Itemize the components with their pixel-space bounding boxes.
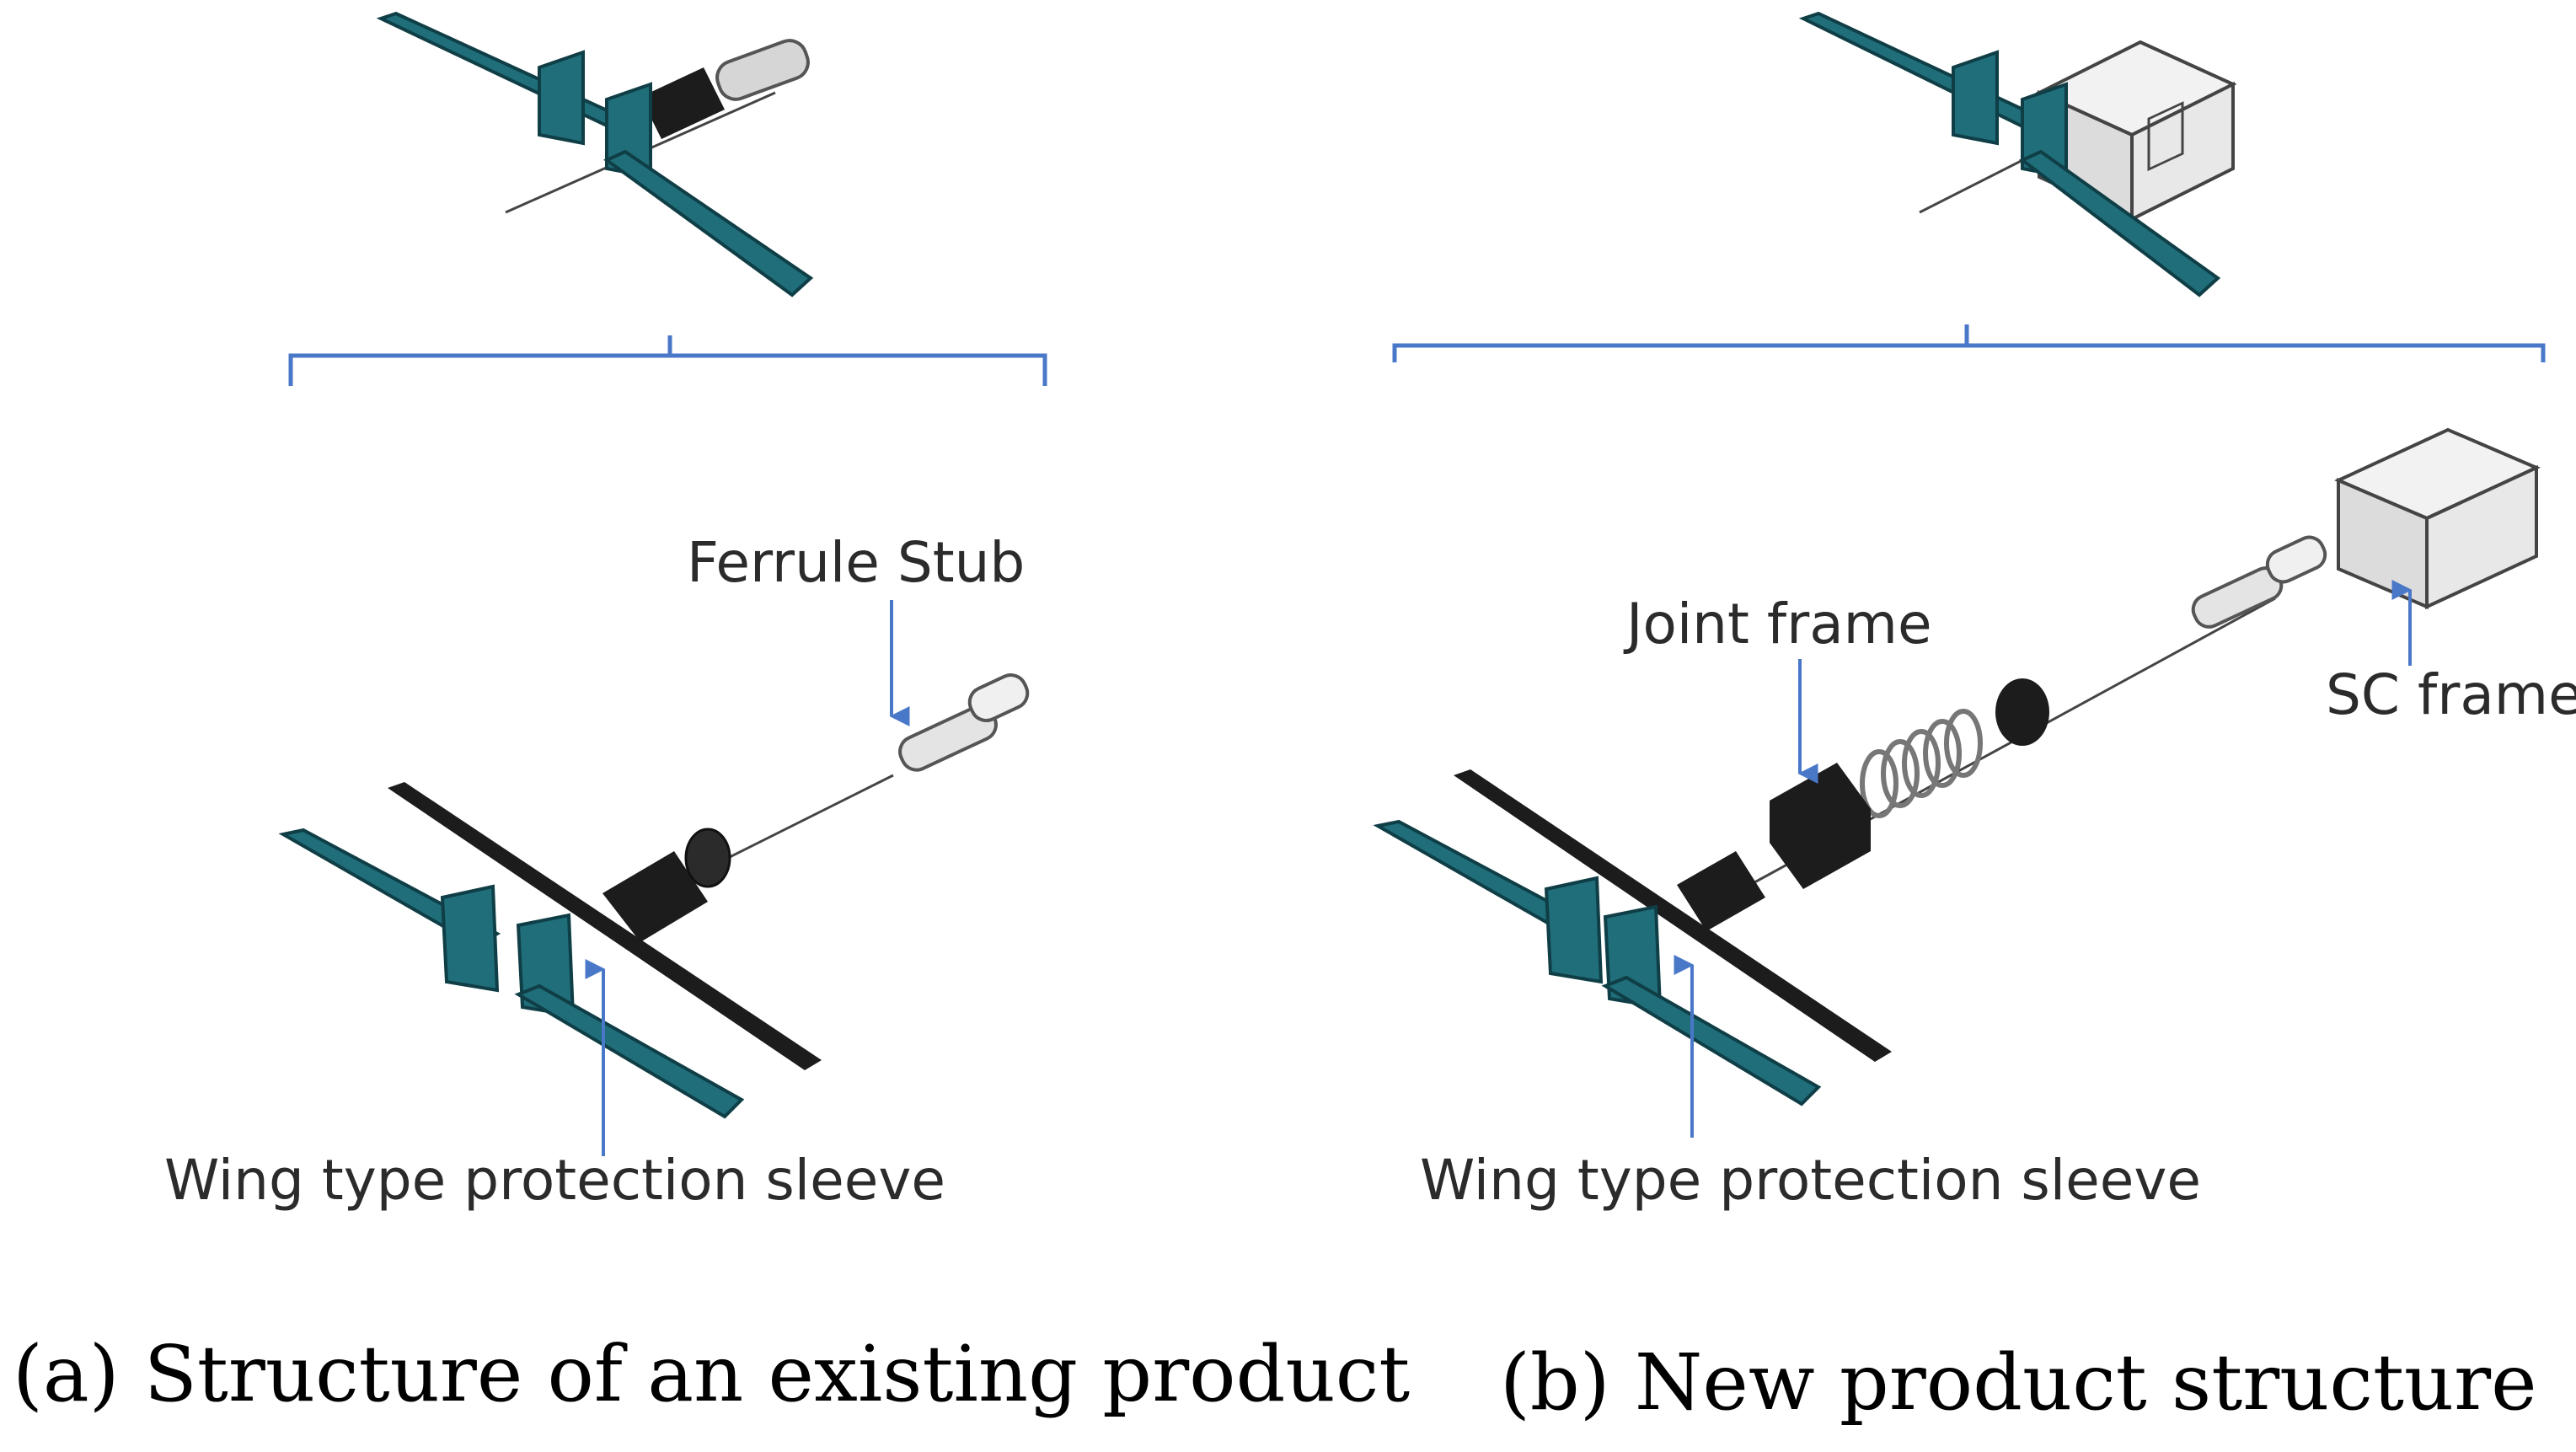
panel-b-assembled-sc-frame-slot <box>2147 101 2184 172</box>
panel-b-ferrule-tip <box>2265 535 2327 584</box>
panel-b-assembled <box>1798 11 2237 297</box>
panel-a-ferrule-stub-tip <box>967 673 1030 722</box>
panel-a-label-ferrule-stub: Ferrule Stub <box>687 530 1026 595</box>
panel-a-wing-right <box>514 983 745 1119</box>
panel-b-label-sc-frame: SC frame <box>2326 662 2576 727</box>
panel-a-label-sleeve: Wing type protection sleeve <box>164 1148 945 1213</box>
panel-b-assembled-wing-left-tab <box>1952 50 1999 146</box>
panel-b-connector-body <box>1677 851 1765 931</box>
panel-a-assembled-wing-right <box>603 149 814 297</box>
panel-b-joint-frame <box>1770 763 1871 889</box>
panel-a-assembled-wing-left-tab <box>538 50 585 146</box>
panel-b-wing-left-tab <box>1544 876 1604 984</box>
panel-a-wing-left-tab <box>440 884 500 993</box>
panel-b-caption: (b) New product structure <box>1500 1337 2537 1428</box>
panel-b-label-sleeve: Wing type protection sleeve <box>1420 1148 2201 1213</box>
panel-a-exploded-fiber <box>724 774 894 861</box>
panel-a-assembled-wing-left <box>376 11 628 129</box>
panel-b-spring <box>1860 709 1983 818</box>
panel-a-connector-ring <box>684 828 731 888</box>
panel-b-assembled-wing-left <box>1798 11 2042 129</box>
panel-b-exploded <box>1373 427 2541 1106</box>
panel-b-sc-frame-front <box>2425 464 2538 610</box>
panel-b-label-joint-frame: Joint frame <box>1626 592 1932 656</box>
panel-a-bracket <box>288 335 1047 386</box>
panel-a-assembled-dark-body <box>640 67 725 139</box>
panel-b-assembled-fiber <box>1919 150 2040 214</box>
panel-b-black-cap <box>1995 678 2049 746</box>
panel-a-exploded <box>278 673 1030 1119</box>
panel-a-connector-body <box>602 851 708 942</box>
panel-b-wing-right <box>1601 975 1822 1106</box>
panel-a-assembled <box>376 11 814 297</box>
panel-a-black-sleeve <box>388 782 822 1070</box>
panel-b-black-sleeve <box>1454 769 1892 1062</box>
panel-b-bracket <box>1392 324 2546 362</box>
panel-b-assembled-wing-right <box>2019 149 2221 297</box>
panel-a-caption: (a) Structure of an existing product <box>13 1329 1411 1419</box>
panel-a-assembled-ferrule <box>715 39 810 101</box>
